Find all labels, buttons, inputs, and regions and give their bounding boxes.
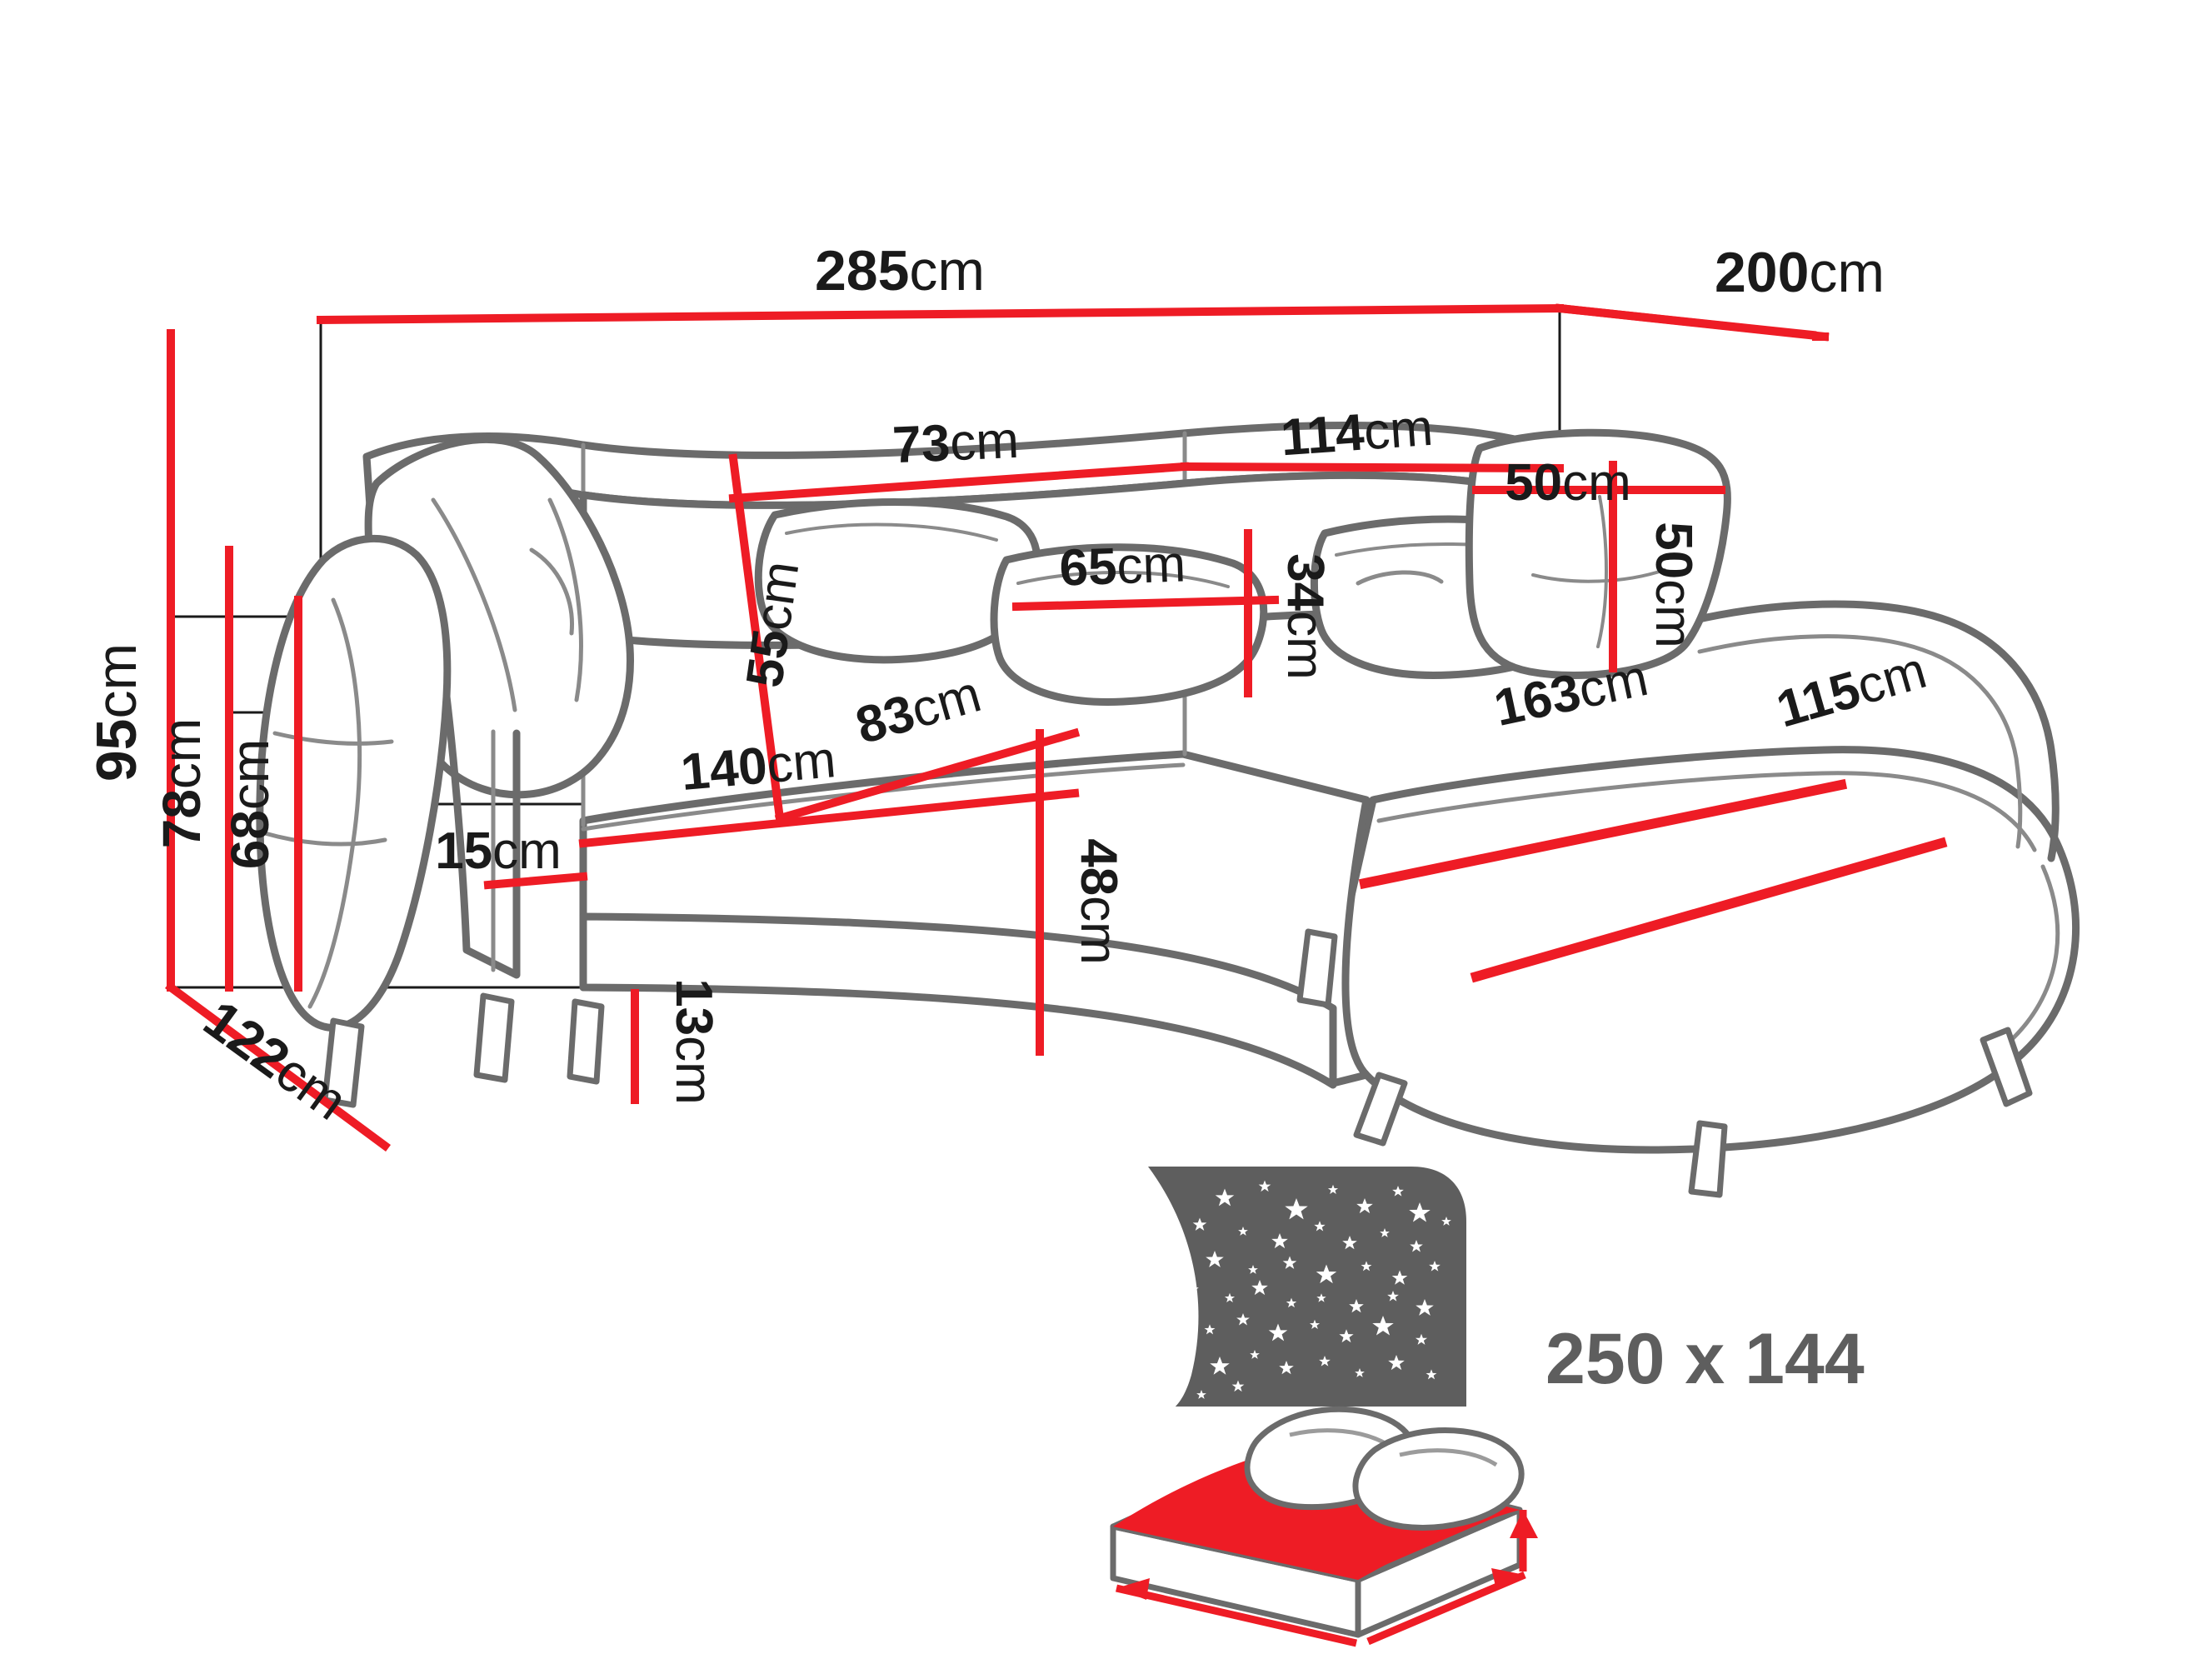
sofa-illustration bbox=[256, 421, 2080, 1198]
left-armrest bbox=[256, 535, 452, 1032]
dim-122-line bbox=[165, 982, 391, 1152]
bolster-left-seam bbox=[785, 522, 998, 542]
label-back-cushion-height: 55cm bbox=[736, 557, 810, 691]
label-overall-depth-right: 200cm bbox=[1715, 241, 1885, 304]
label-pillow-width: 50cm bbox=[1505, 454, 1631, 512]
label-backrest-cushion-width: 73cm bbox=[891, 412, 1020, 475]
label-seat-width-left: 140cm bbox=[679, 731, 838, 802]
label-backrest-height: 78cm bbox=[152, 718, 212, 849]
label-leg-height: 13cm bbox=[665, 978, 722, 1105]
bed-arrow-front bbox=[1115, 1584, 1358, 1647]
bed-dimension-arrows bbox=[1115, 1510, 1538, 1647]
scatter-pillow-tuft-v bbox=[1596, 495, 1608, 648]
scatter-pillow-tuft-h bbox=[1531, 568, 1666, 583]
label-bolster-length: 65cm bbox=[1058, 535, 1186, 597]
dim-163-line bbox=[1358, 778, 1848, 890]
bed-size-label: 250 x 144 bbox=[1545, 1319, 1865, 1399]
scatter-pillow-chaise bbox=[1356, 570, 1444, 586]
chaise-backrest bbox=[1687, 600, 2060, 862]
label-bolster-height: 34cm bbox=[1276, 553, 1334, 680]
dim-73-line bbox=[728, 462, 1190, 503]
label-chaise-width: 115cm bbox=[1770, 642, 1933, 739]
left-leg-1 bbox=[322, 1017, 365, 1108]
bolster-center bbox=[990, 543, 1268, 706]
pillow-fold-2 bbox=[547, 497, 583, 702]
chaise-backrest-inner bbox=[1697, 634, 2023, 849]
chaise-seat-edge bbox=[1376, 771, 2037, 852]
label-armrest-height: 68cm bbox=[220, 739, 280, 870]
pillow-tuft bbox=[529, 547, 575, 636]
label-back-section-width: 114cm bbox=[1279, 399, 1435, 467]
armrest-front-edge bbox=[442, 692, 521, 979]
chaise-leg-2 bbox=[1980, 1027, 2033, 1107]
dim-65-line bbox=[1011, 595, 1280, 612]
dim-83-line bbox=[774, 727, 1081, 824]
armrest-fold bbox=[307, 597, 362, 1009]
dim-200-line-c bbox=[1555, 303, 1817, 340]
bed-pillow-right-crease bbox=[1399, 1448, 1498, 1467]
label-armrest-width: 15cm bbox=[435, 822, 562, 880]
label-seat-height: 48cm bbox=[1070, 838, 1127, 965]
bed-pillow-right bbox=[1352, 1427, 1525, 1531]
pillow-fold-1 bbox=[431, 497, 517, 712]
main-seat-front bbox=[579, 912, 1337, 1089]
sleeping-bed-icon: 250 x 144 bbox=[1110, 1167, 1865, 1647]
center-leg bbox=[1296, 928, 1338, 1008]
dim-115-line bbox=[1470, 837, 1948, 983]
label-pillow-height: 50cm bbox=[1645, 522, 1702, 648]
bed-pillow-left-crease bbox=[1289, 1428, 1390, 1447]
moon-sweep bbox=[1148, 1167, 1199, 1407]
chaise-leg-3 bbox=[1353, 1072, 1408, 1147]
left-leg-3 bbox=[567, 998, 605, 1085]
chaise-seat-edge-2 bbox=[2007, 864, 2060, 1044]
label-overall-height: 95cm bbox=[85, 643, 148, 782]
armrest-crease-2 bbox=[262, 831, 387, 847]
label-overall-width: 285cm bbox=[815, 239, 985, 302]
label-seat-depth-left: 83cm bbox=[850, 665, 987, 755]
dim-114-line bbox=[1180, 462, 1565, 473]
left-leg-2 bbox=[473, 992, 515, 1083]
dim-15-line bbox=[483, 872, 588, 890]
dimension-labels: 285cm 200cm 95cm 78cm 68cm 122cm 73cm 11… bbox=[85, 239, 1933, 1132]
dim-55-line bbox=[728, 453, 785, 823]
mattress-sheet-curve bbox=[1113, 1450, 1520, 1580]
armrest-crease bbox=[272, 731, 394, 746]
bolster-center-seam bbox=[1016, 570, 1230, 588]
dim-285-line bbox=[316, 303, 1565, 325]
chaise-leg-1 bbox=[1688, 1120, 1728, 1198]
dim-140-line bbox=[578, 788, 1080, 848]
dimension-lines bbox=[165, 303, 1948, 1152]
